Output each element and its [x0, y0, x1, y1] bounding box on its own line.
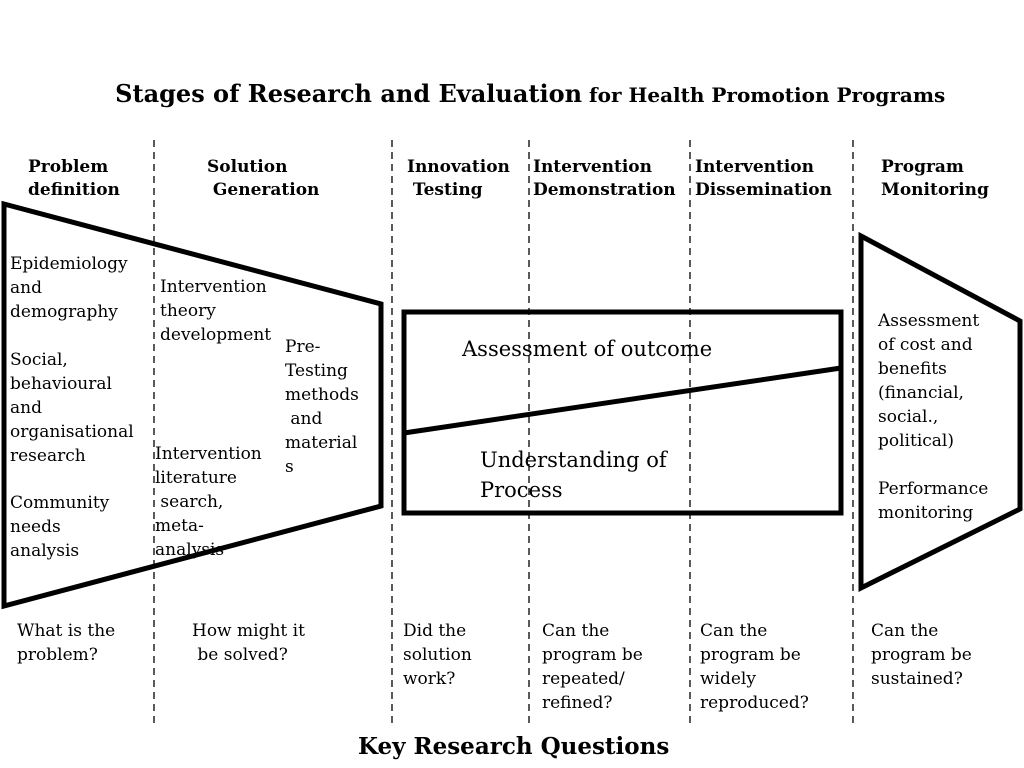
testing-outcome-label: Assessment of outcome: [462, 337, 713, 361]
footer-key-research-questions: Key Research Questions: [358, 733, 670, 760]
question-solution: How might it be solved?: [192, 621, 305, 665]
title-main: Stages of Research and Evaluation: [115, 79, 583, 108]
question-demonstration: Can the program be repeated/ refined?: [542, 621, 643, 713]
monitoring-text: Assessment of cost and benefits (financi…: [878, 311, 989, 523]
stage-header-intervention-demonstration: Intervention Demonstration: [533, 157, 676, 200]
testing-process-label: Understanding of Process: [480, 448, 667, 502]
question-dissemination: Can the program be widely reproduced?: [700, 621, 809, 713]
stage-header-solution-generation: Solution Generation: [207, 157, 320, 200]
funnel-shape-left: [1, 200, 384, 610]
diagram-title: Stages of Research and Evaluation for He…: [105, 60, 945, 108]
solution-item-literature: Intervention literature search, meta- an…: [155, 444, 262, 560]
stage-header-innovation-testing: Innovation Testing: [407, 157, 510, 200]
stage-header-problem-definition: Problem definition: [28, 157, 120, 200]
funnel-shape-right: [858, 231, 1023, 593]
testing-box: [401, 309, 844, 516]
title-sub: for Health Promotion Programs: [582, 83, 946, 107]
stage-header-intervention-dissemination: Intervention Dissemination: [695, 157, 832, 200]
stage-header-program-monitoring: Program Monitoring: [881, 157, 989, 200]
solution-item-pretesting: Pre- Testing methods and material s: [285, 337, 359, 477]
problem-item-social-research: Social, behavioural and organisational r…: [10, 350, 134, 466]
testing-box-diagonal: [403, 365, 842, 436]
stage-dividers: [153, 140, 854, 728]
question-monitoring: Can the program be sustained?: [871, 621, 972, 689]
problem-item-epidemiology: Epidemiology and demography: [10, 254, 128, 322]
question-problem: What is the problem?: [17, 621, 116, 665]
question-testing: Did the solution work?: [403, 621, 472, 689]
problem-item-community-needs: Community needs analysis: [10, 493, 110, 561]
solution-item-theory: Intervention theory development: [160, 277, 272, 345]
